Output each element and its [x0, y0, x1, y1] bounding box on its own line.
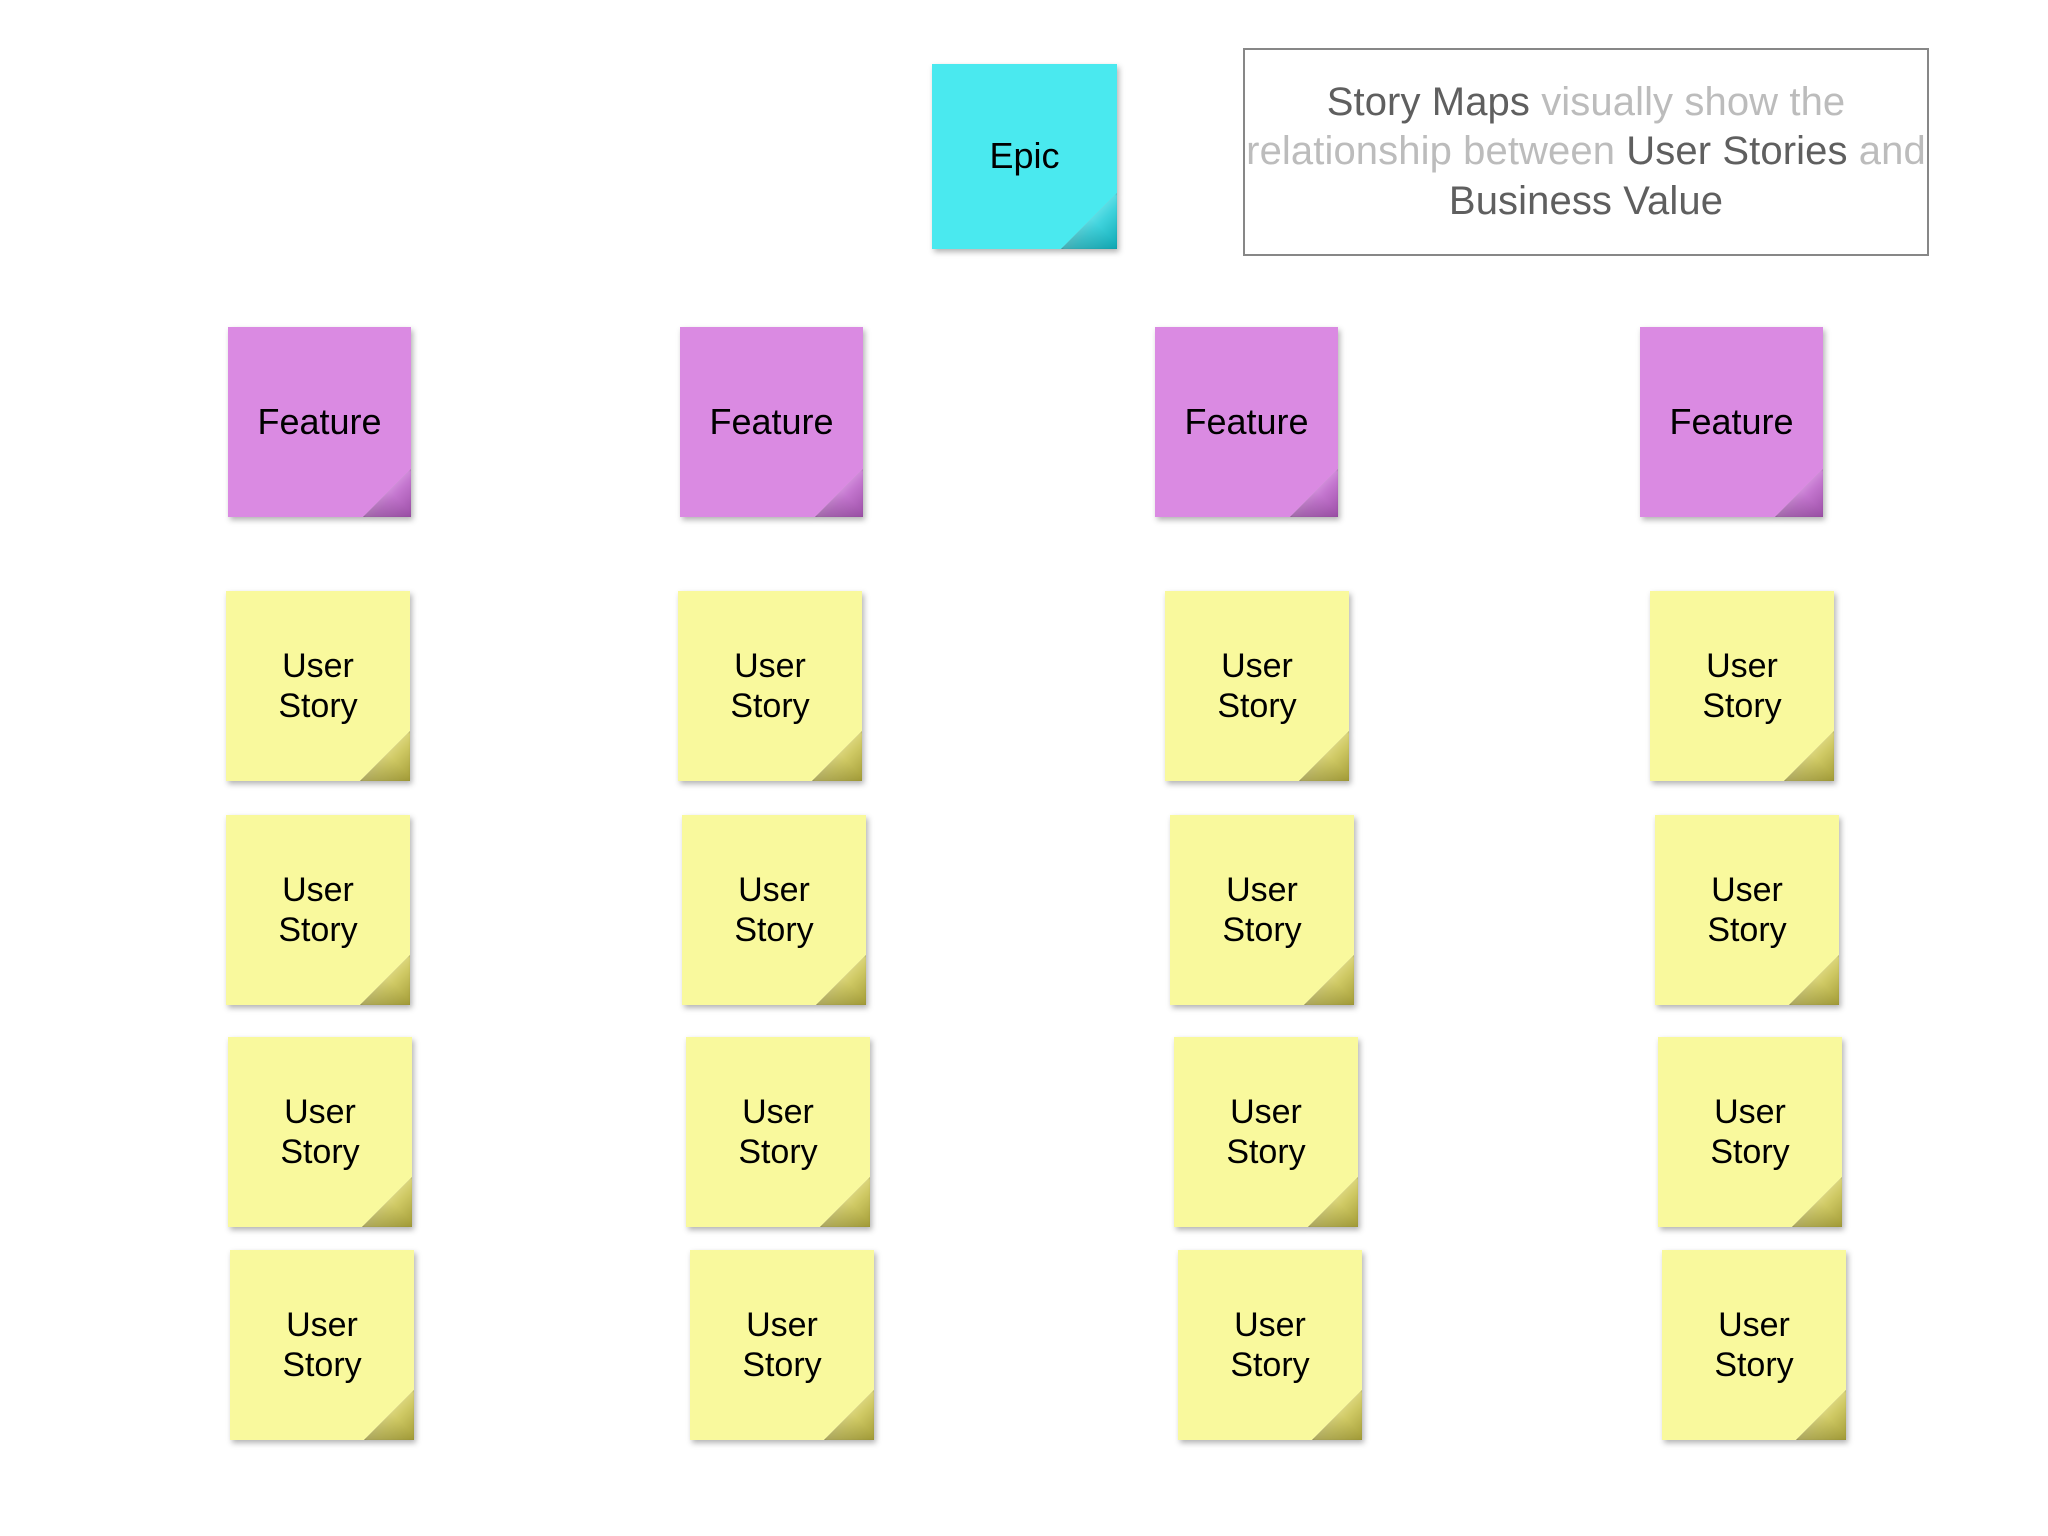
note-surface	[226, 591, 410, 781]
sticky-note-story-5[interactable]: User Story	[682, 815, 866, 1005]
sticky-note-story-3[interactable]: User Story	[1650, 591, 1834, 781]
sticky-note-feature-2[interactable]: Feature	[1155, 327, 1338, 517]
sticky-note-story-10[interactable]: User Story	[1174, 1037, 1358, 1227]
sticky-note-story-15[interactable]: User Story	[1662, 1250, 1846, 1440]
caption-segment-0: Story Maps	[1326, 79, 1542, 124]
sticky-note-story-4[interactable]: User Story	[226, 815, 410, 1005]
sticky-note-feature-0[interactable]: Feature	[228, 327, 411, 517]
note-surface	[690, 1250, 874, 1440]
note-surface	[686, 1037, 870, 1227]
note-surface	[1655, 815, 1839, 1005]
note-surface	[228, 1037, 412, 1227]
note-surface	[1155, 327, 1338, 517]
sticky-note-feature-1[interactable]: Feature	[680, 327, 863, 517]
sticky-note-story-2[interactable]: User Story	[1165, 591, 1349, 781]
note-surface	[1174, 1037, 1358, 1227]
note-surface	[682, 815, 866, 1005]
sticky-note-story-9[interactable]: User Story	[686, 1037, 870, 1227]
caption-segment-1: visually show the relationship between	[1246, 79, 1846, 174]
note-surface	[1170, 815, 1354, 1005]
note-surface	[932, 64, 1117, 249]
caption-segment-3: and	[1858, 129, 1926, 174]
note-surface	[1640, 327, 1823, 517]
note-surface	[680, 327, 863, 517]
note-surface	[1650, 591, 1834, 781]
note-surface	[1165, 591, 1349, 781]
sticky-note-story-13[interactable]: User Story	[690, 1250, 874, 1440]
caption-text: Story Maps visually show the relationshi…	[1245, 78, 1927, 227]
caption-segment-4: Business Value	[1448, 178, 1724, 223]
caption-box: Story Maps visually show the relationshi…	[1243, 48, 1929, 256]
sticky-note-feature-3[interactable]: Feature	[1640, 327, 1823, 517]
sticky-note-story-8[interactable]: User Story	[228, 1037, 412, 1227]
sticky-note-story-12[interactable]: User Story	[230, 1250, 414, 1440]
sticky-note-story-6[interactable]: User Story	[1170, 815, 1354, 1005]
sticky-note-story-1[interactable]: User Story	[678, 591, 862, 781]
sticky-note-story-7[interactable]: User Story	[1655, 815, 1839, 1005]
sticky-note-epic[interactable]: Epic	[932, 64, 1117, 249]
sticky-note-story-14[interactable]: User Story	[1178, 1250, 1362, 1440]
note-surface	[1178, 1250, 1362, 1440]
sticky-note-story-11[interactable]: User Story	[1658, 1037, 1842, 1227]
note-surface	[228, 327, 411, 517]
note-surface	[1662, 1250, 1846, 1440]
sticky-note-story-0[interactable]: User Story	[226, 591, 410, 781]
note-surface	[678, 591, 862, 781]
caption-segment-2: User Stories	[1626, 129, 1859, 174]
note-surface	[1658, 1037, 1842, 1227]
note-surface	[226, 815, 410, 1005]
note-surface	[230, 1250, 414, 1440]
